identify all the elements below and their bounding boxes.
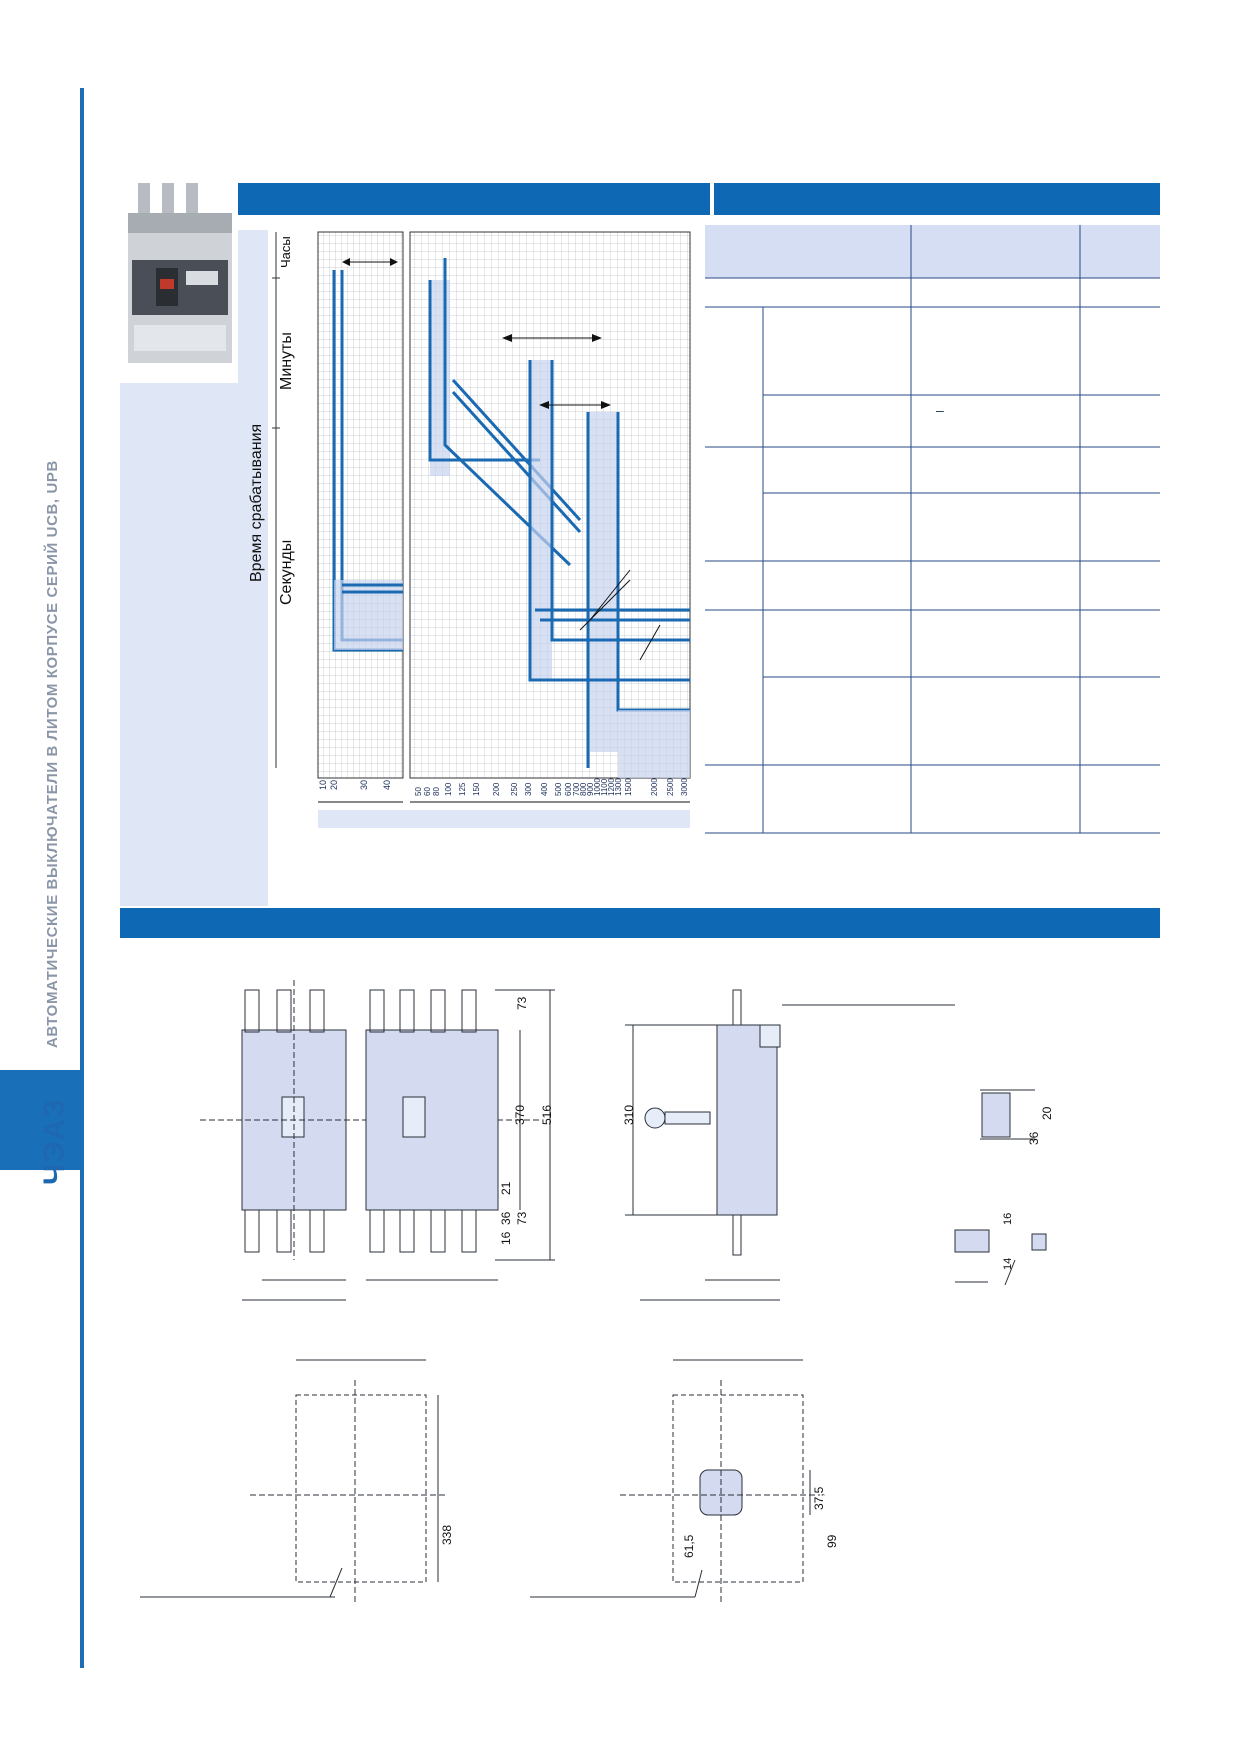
tick-label: 150 [472,782,481,796]
tick-label: 125 [458,782,467,796]
label-minutes: Минуты [278,332,295,390]
table-dash: – [936,402,944,418]
dim-16: 16 [499,1231,513,1245]
dim-61-5: 61,5 [682,1534,696,1558]
tick-label: 10 [318,779,328,790]
dim-21: 21 [499,1181,513,1195]
tick-label: 300 [524,782,533,796]
tick-label: 30 [359,779,369,790]
dim-20: 20 [1040,1106,1054,1120]
header-bar-right [714,183,1160,215]
dim-370: 370 [513,1104,527,1125]
tick-label: 500 [554,782,563,796]
dim-36-small: 36 [1027,1131,1041,1145]
tick-label: 20 [329,779,339,790]
left-info-panel [120,383,238,906]
logo: ЧЭАЗ [38,1098,71,1185]
tick-label: 250 [510,782,519,796]
tick-label: 2500 [666,778,675,796]
section-bar [120,908,1160,938]
tick-label: 60 [423,787,432,796]
tick-label: 400 [540,782,549,796]
dim-36: 36 [499,1211,513,1225]
ticks-left: 10 20 30 40 [318,780,408,812]
time-current-chart [272,231,691,828]
chart-panel [238,230,268,906]
tick-label: 1300 [614,778,623,796]
tick-label: 40 [382,779,392,790]
tick-label: 3000 [680,778,689,796]
dim-37-5: 37,5 [812,1486,826,1510]
logo-background [0,1070,84,1170]
dim-73-bottom: 73 [515,1211,529,1225]
tick-label: 50 [414,787,423,796]
dim-310: 310 [622,1104,636,1125]
dim-338: 338 [440,1524,454,1545]
tick-label: 2000 [650,778,659,796]
tick-label: 1500 [624,778,633,796]
left-margin-line [80,88,84,1668]
tick-label: 80 [432,787,441,796]
spec-table [705,225,1160,834]
breaker-photo [128,183,232,363]
tick-label: 200 [492,782,501,796]
header-bar-left [238,183,710,215]
tick-label: 100 [444,782,453,796]
ticks-right: 50 60 80 100 125 150 200 250 300 400 500… [414,778,694,826]
dim-14: 14 [1002,1257,1014,1270]
dim-516: 516 [540,1104,554,1125]
dim-73-top: 73 [515,996,529,1010]
label-hours: Часы [278,236,293,268]
dim-99: 99 [825,1534,839,1548]
label-seconds: Секунды [278,539,295,605]
dimension-drawings [140,980,1047,1605]
axis-label-time: Время срабатывания [248,423,265,582]
vertical-page-title: АВТОМАТИЧЕСКИЕ ВЫКЛЮЧАТЕЛИ В ЛИТОМ КОРПУ… [44,460,61,1048]
dim-16-small: 16 [1002,1212,1014,1225]
